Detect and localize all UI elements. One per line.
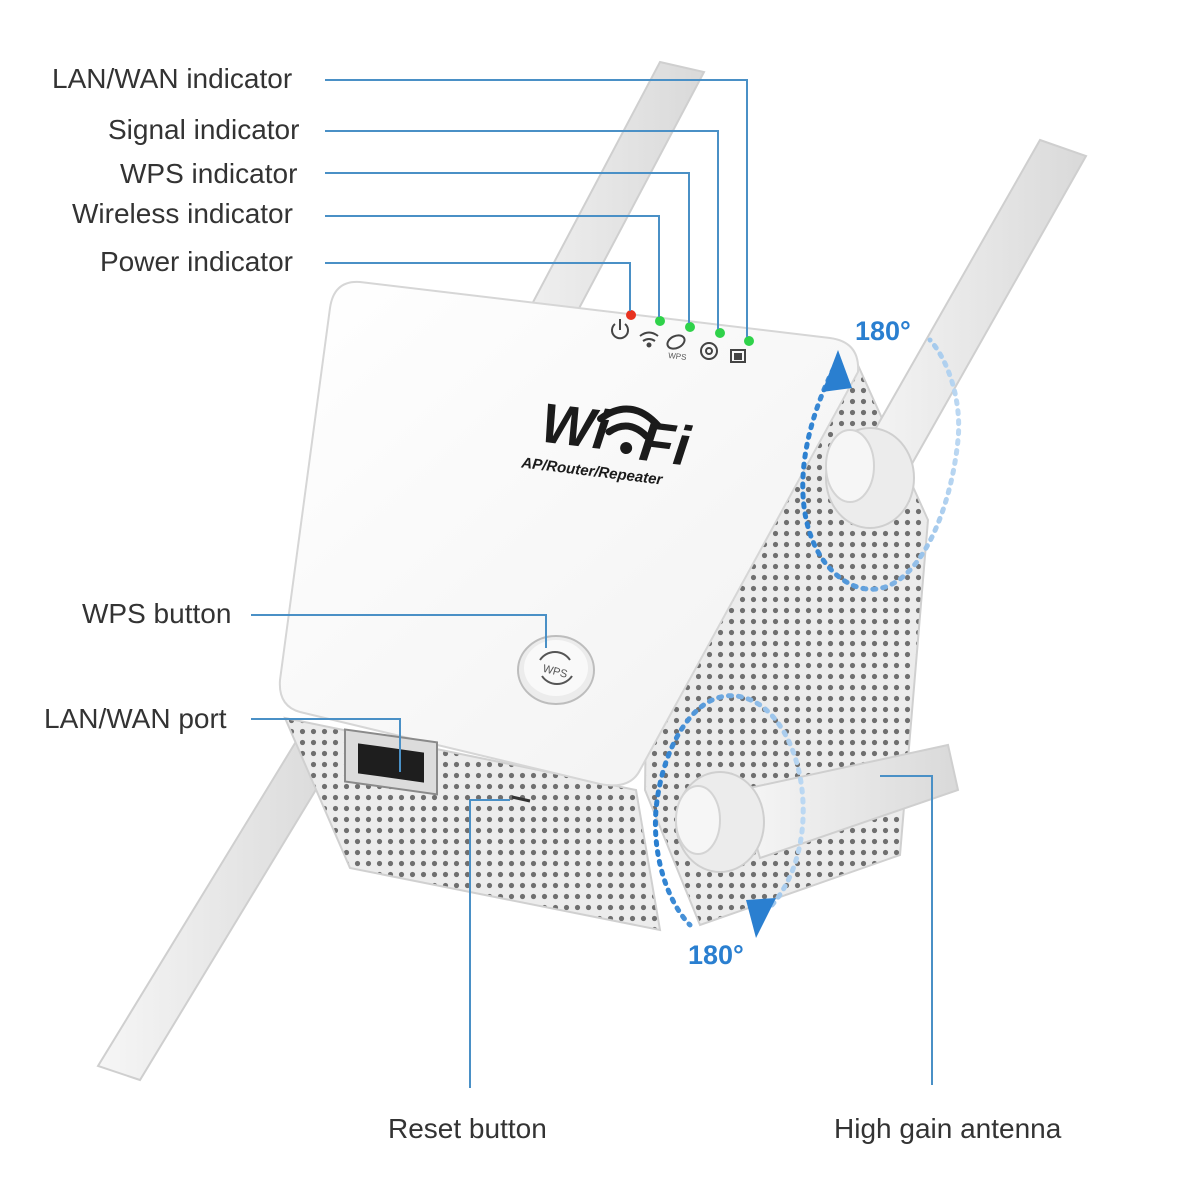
power-led bbox=[626, 310, 636, 320]
wps-refresh-icon bbox=[539, 651, 573, 685]
label-lan-wan-indicator: LAN/WAN indicator bbox=[52, 63, 293, 94]
wps-led-icon bbox=[666, 334, 686, 350]
leader-wireless-indicator bbox=[325, 215, 660, 317]
wps-push-button: WPS bbox=[517, 635, 595, 705]
lan-wan-icon bbox=[730, 349, 746, 363]
leader-lan-wan-indicator bbox=[325, 79, 748, 337]
label-signal-indicator: Signal indicator bbox=[108, 114, 300, 145]
signal-led bbox=[715, 328, 725, 338]
leader-wps-button bbox=[251, 614, 547, 648]
device-front-face bbox=[278, 280, 860, 787]
leader-lines bbox=[251, 79, 933, 1088]
lan-wan-led bbox=[744, 336, 754, 346]
wifi-arcs-icon bbox=[597, 405, 662, 455]
front-left-antenna bbox=[96, 733, 342, 1082]
top-rotation-arrow bbox=[800, 337, 962, 592]
wps-led-text: WPS bbox=[668, 351, 687, 362]
label-wps-indicator: WPS indicator bbox=[120, 158, 298, 189]
label-high-gain-antenna: High gain antenna bbox=[834, 1113, 1062, 1144]
lan-port bbox=[344, 728, 438, 796]
signal-icon bbox=[700, 342, 718, 360]
label-reset-button: Reset button bbox=[388, 1113, 547, 1144]
status-leds bbox=[626, 310, 754, 346]
wps-led bbox=[685, 322, 695, 332]
leader-reset-button bbox=[469, 799, 510, 1088]
leader-signal-indicator bbox=[325, 130, 719, 329]
leader-power-indicator bbox=[325, 262, 631, 311]
label-power-indicator: Power indicator bbox=[100, 246, 293, 277]
leader-high-gain-antenna bbox=[880, 775, 933, 1085]
right-lower-antenna bbox=[675, 743, 960, 873]
logo-wi: Wi bbox=[538, 391, 615, 462]
label-lan-wan-port: LAN/WAN port bbox=[44, 703, 227, 734]
reset-pinhole bbox=[511, 795, 531, 803]
leader-lan-wan-port bbox=[251, 718, 401, 772]
label-wireless-indicator: Wireless indicator bbox=[72, 198, 293, 229]
led-icons bbox=[611, 319, 746, 363]
wireless-led bbox=[655, 316, 665, 326]
label-rotation-top: 180° bbox=[855, 316, 911, 346]
label-rotation-bottom: 180° bbox=[688, 940, 744, 970]
power-icon bbox=[611, 319, 629, 340]
leader-wps-indicator bbox=[325, 172, 690, 323]
label-wps-button: WPS button bbox=[82, 598, 232, 629]
right-upper-antenna bbox=[825, 138, 1088, 529]
bottom-rotation-arrow bbox=[652, 693, 806, 938]
logo-fi: Fi bbox=[636, 409, 695, 478]
wireless-icon bbox=[639, 331, 659, 348]
